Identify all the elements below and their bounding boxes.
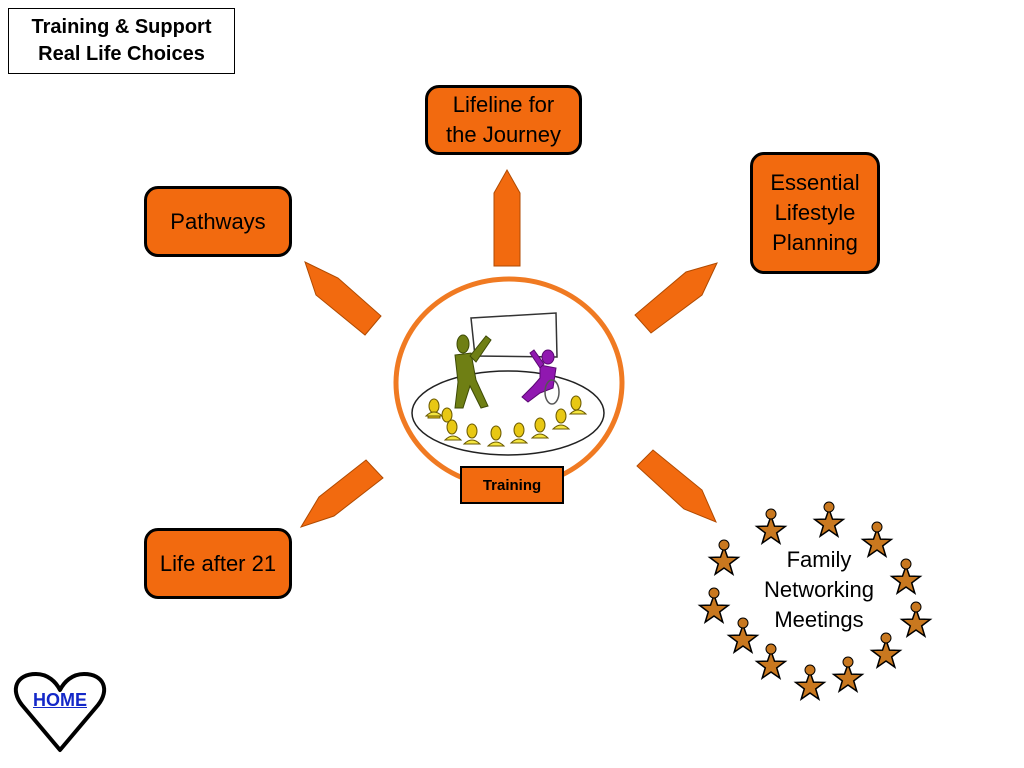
slide-title: Training & Support Real Life Choices bbox=[8, 8, 235, 74]
home-link[interactable]: HOME bbox=[33, 690, 87, 710]
star-figure-icon bbox=[754, 508, 788, 545]
arrow-upper-right bbox=[634, 262, 718, 334]
node-lifeline-line1: Lifeline for bbox=[452, 92, 555, 117]
node-essential-lifestyle-planning[interactable]: Essential Lifestyle Planning bbox=[750, 152, 880, 274]
arrow-up bbox=[493, 168, 521, 267]
star-figure-icon bbox=[793, 664, 827, 701]
star-figure-icon bbox=[860, 521, 894, 558]
heart-icon bbox=[13, 672, 107, 752]
node-essential-line3: Planning bbox=[772, 230, 858, 255]
star-figure-icon bbox=[869, 632, 903, 669]
node-lifeline-line2: the Journey bbox=[446, 122, 561, 147]
star-figure-icon bbox=[899, 601, 933, 638]
node-family-line2: Networking bbox=[763, 577, 875, 602]
training-illustration bbox=[393, 276, 625, 490]
star-figure-icon bbox=[726, 617, 760, 654]
arrow-upper-left bbox=[304, 261, 382, 336]
node-pathways-line1: Pathways bbox=[170, 208, 266, 234]
node-essential-line1: Essential bbox=[770, 170, 860, 195]
title-line-2: Real Life Choices bbox=[38, 43, 205, 65]
star-figure-icon bbox=[889, 558, 923, 595]
node-essential-line2: Lifestyle bbox=[774, 200, 856, 225]
node-family-line1: Family bbox=[786, 547, 852, 572]
node-life-after-21-line1: Life after 21 bbox=[159, 550, 277, 576]
star-figure-icon bbox=[707, 539, 741, 576]
training-label[interactable]: Training bbox=[460, 466, 564, 504]
arrow-lower-left bbox=[299, 459, 384, 528]
star-figure-icon bbox=[831, 656, 865, 693]
node-life-after-21[interactable]: Life after 21 bbox=[144, 528, 292, 599]
node-family-networking[interactable]: Family Networking Meetings bbox=[746, 545, 892, 635]
family-star-ring bbox=[697, 501, 933, 701]
node-lifeline[interactable]: Lifeline for the Journey bbox=[425, 85, 582, 155]
star-figure-icon bbox=[754, 643, 788, 680]
title-line-1: Training & Support bbox=[31, 16, 212, 38]
node-pathways[interactable]: Pathways bbox=[144, 186, 292, 257]
node-family-line3: Meetings bbox=[774, 607, 864, 632]
arrow-lower-right bbox=[636, 449, 717, 523]
star-figure-icon bbox=[812, 501, 846, 538]
star-figure-icon bbox=[697, 587, 731, 624]
